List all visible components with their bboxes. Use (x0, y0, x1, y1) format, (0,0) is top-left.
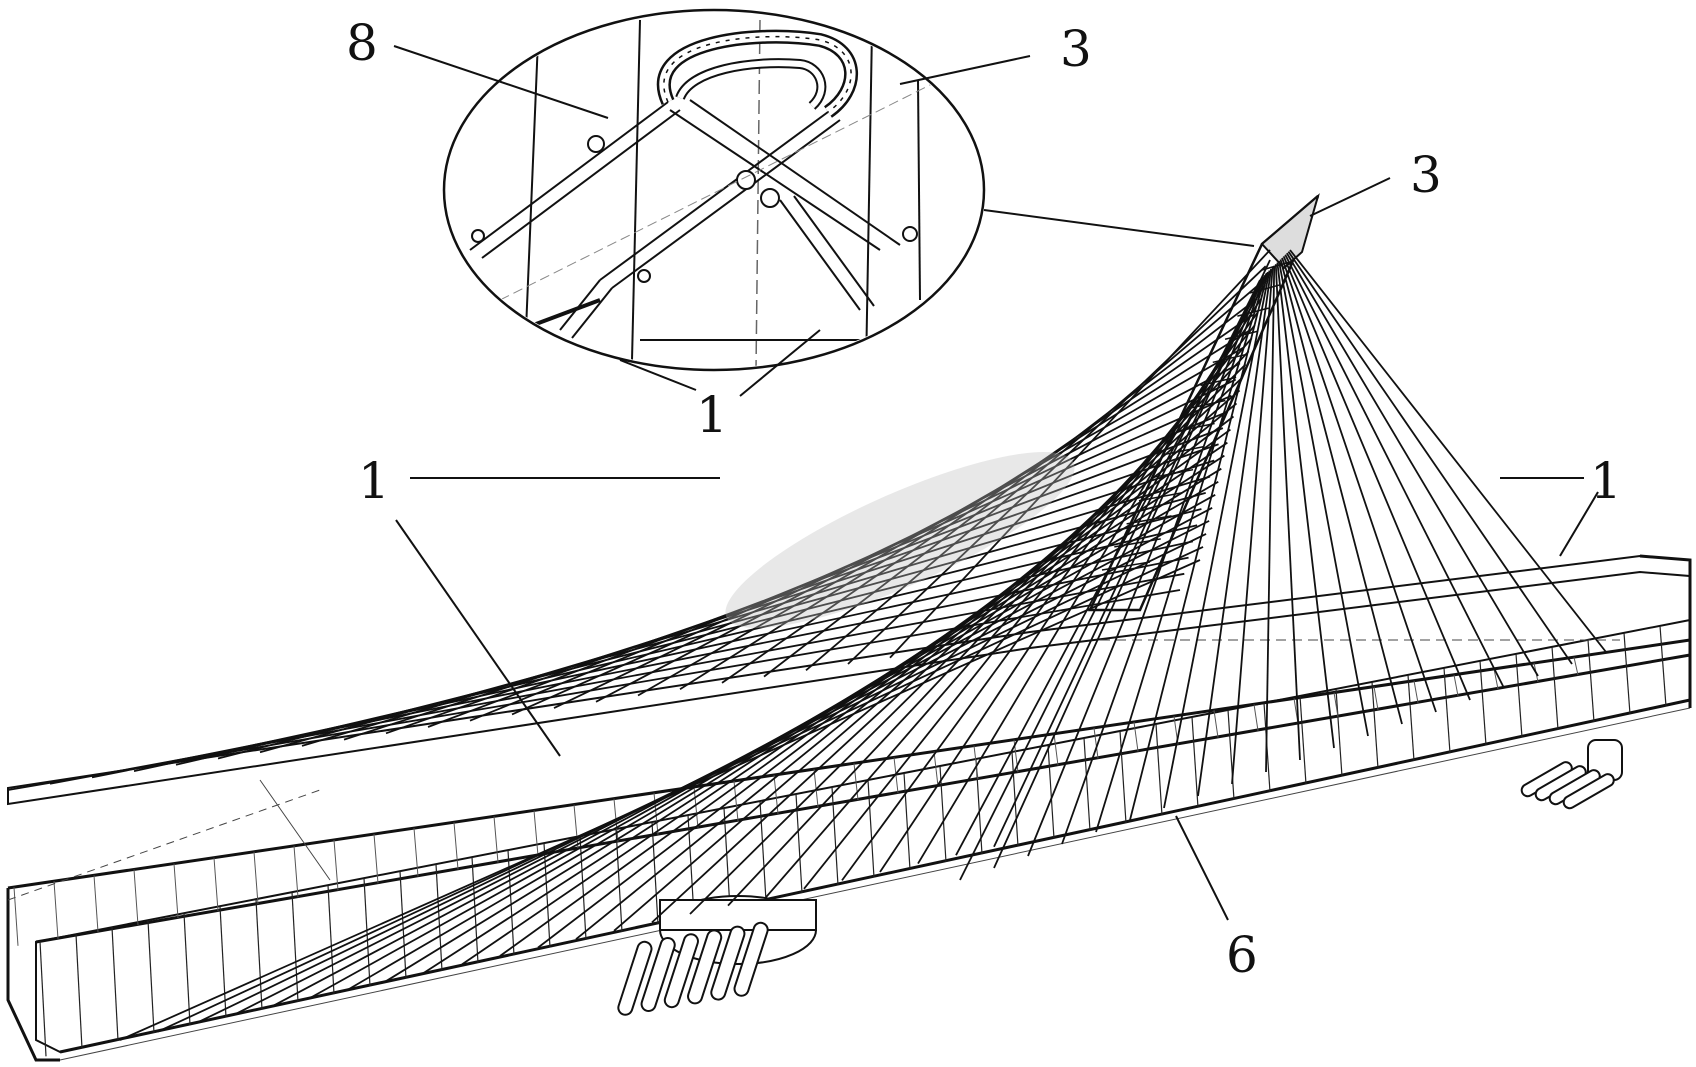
inset-to-pylon-leader (984, 210, 1254, 246)
deck-upper-rib-4 (134, 869, 138, 925)
deck-upper-rib-7 (254, 852, 258, 904)
leader-3-inset (900, 56, 1030, 84)
construction-line-1 (8, 790, 320, 900)
deck-upper-rib-1 (14, 887, 18, 946)
inset-ellipse (444, 10, 984, 370)
cable-back-22 (890, 250, 1270, 658)
label-1-left: 1 (358, 452, 390, 510)
pier-right (1520, 740, 1622, 810)
deck-top-surface (36, 620, 1690, 1052)
cable-right-18 (1287, 253, 1538, 676)
label-6: 6 (1226, 926, 1258, 984)
detail-inset (444, 10, 1254, 370)
deck-upper-rib-2 (54, 881, 58, 939)
cable-right-16 (1284, 256, 1470, 700)
label-1-inset: 1 (696, 386, 728, 444)
deck-upper-rib-3 (94, 875, 98, 932)
deck-inner-edge-2 (36, 655, 1690, 942)
deck-upper-rib-8 (294, 846, 298, 897)
deck-upper-rib-6 (214, 858, 218, 911)
cable-right-11 (1276, 264, 1300, 760)
label-3-pylon: 3 (1410, 146, 1442, 204)
label-1-right: 1 (1590, 452, 1622, 510)
label-8: 8 (346, 14, 378, 72)
deck-upper-rib-5 (174, 864, 178, 919)
label-3-inset: 3 (1060, 20, 1092, 78)
cable-right-15 (1282, 258, 1436, 712)
leader-6 (1176, 816, 1228, 920)
leader-3-pylon (1310, 178, 1390, 216)
